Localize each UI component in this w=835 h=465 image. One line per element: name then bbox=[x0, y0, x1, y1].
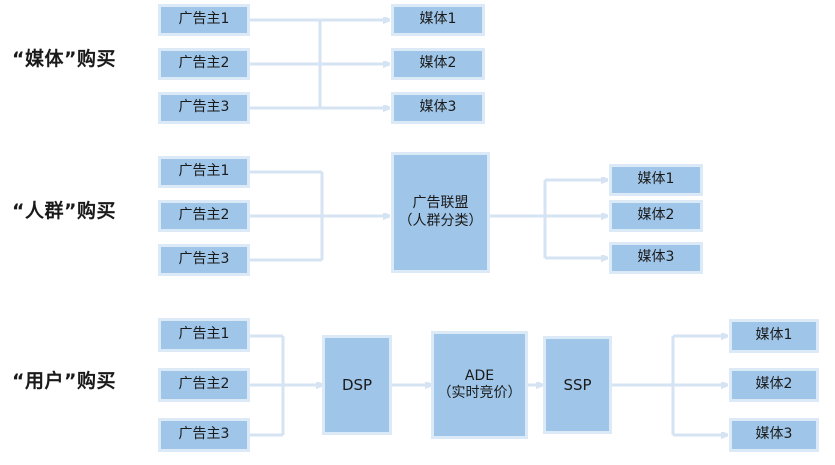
row1-connectors bbox=[250, 20, 389, 108]
row1-media-3[interactable]: 媒体3 bbox=[391, 92, 485, 124]
row1-media-1[interactable]: 媒体1 bbox=[391, 4, 485, 36]
row3-advertiser-1[interactable]: 广告主1 bbox=[158, 318, 250, 352]
row-label-media-buying: “媒体”购买 bbox=[12, 48, 116, 70]
row1-advertiser-3[interactable]: 广告主3 bbox=[158, 92, 250, 124]
row2-media-2[interactable]: 媒体2 bbox=[609, 200, 703, 232]
row3-media-3[interactable]: 媒体3 bbox=[729, 418, 819, 452]
row3-ssp[interactable]: SSP bbox=[543, 336, 612, 434]
row3-ade[interactable]: ADE （实时竞价） bbox=[431, 331, 528, 439]
row2-advertiser-1[interactable]: 广告主1 bbox=[158, 156, 250, 188]
row3-dsp[interactable]: DSP bbox=[322, 335, 392, 435]
row2-media-1[interactable]: 媒体1 bbox=[609, 164, 703, 196]
row3-media-2[interactable]: 媒体2 bbox=[729, 368, 819, 402]
row1-advertiser-2[interactable]: 广告主2 bbox=[158, 48, 250, 80]
row1-media-2[interactable]: 媒体2 bbox=[391, 48, 485, 80]
row1-advertiser-1[interactable]: 广告主1 bbox=[158, 4, 250, 36]
row-label-user-buying: “用户”购买 bbox=[12, 370, 116, 392]
row3-advertiser-2[interactable]: 广告主2 bbox=[158, 368, 250, 402]
row3-advertiser-3[interactable]: 广告主3 bbox=[158, 418, 250, 452]
row3-media-1[interactable]: 媒体1 bbox=[729, 319, 819, 353]
row-label-audience-buying: “人群”购买 bbox=[12, 200, 116, 222]
row2-advertiser-2[interactable]: 广告主2 bbox=[158, 200, 250, 232]
row2-advertiser-3[interactable]: 广告主3 bbox=[158, 244, 250, 276]
row2-media-3[interactable]: 媒体3 bbox=[609, 242, 703, 274]
row2-ad-alliance[interactable]: 广告联盟 （人群分类） bbox=[391, 152, 490, 273]
